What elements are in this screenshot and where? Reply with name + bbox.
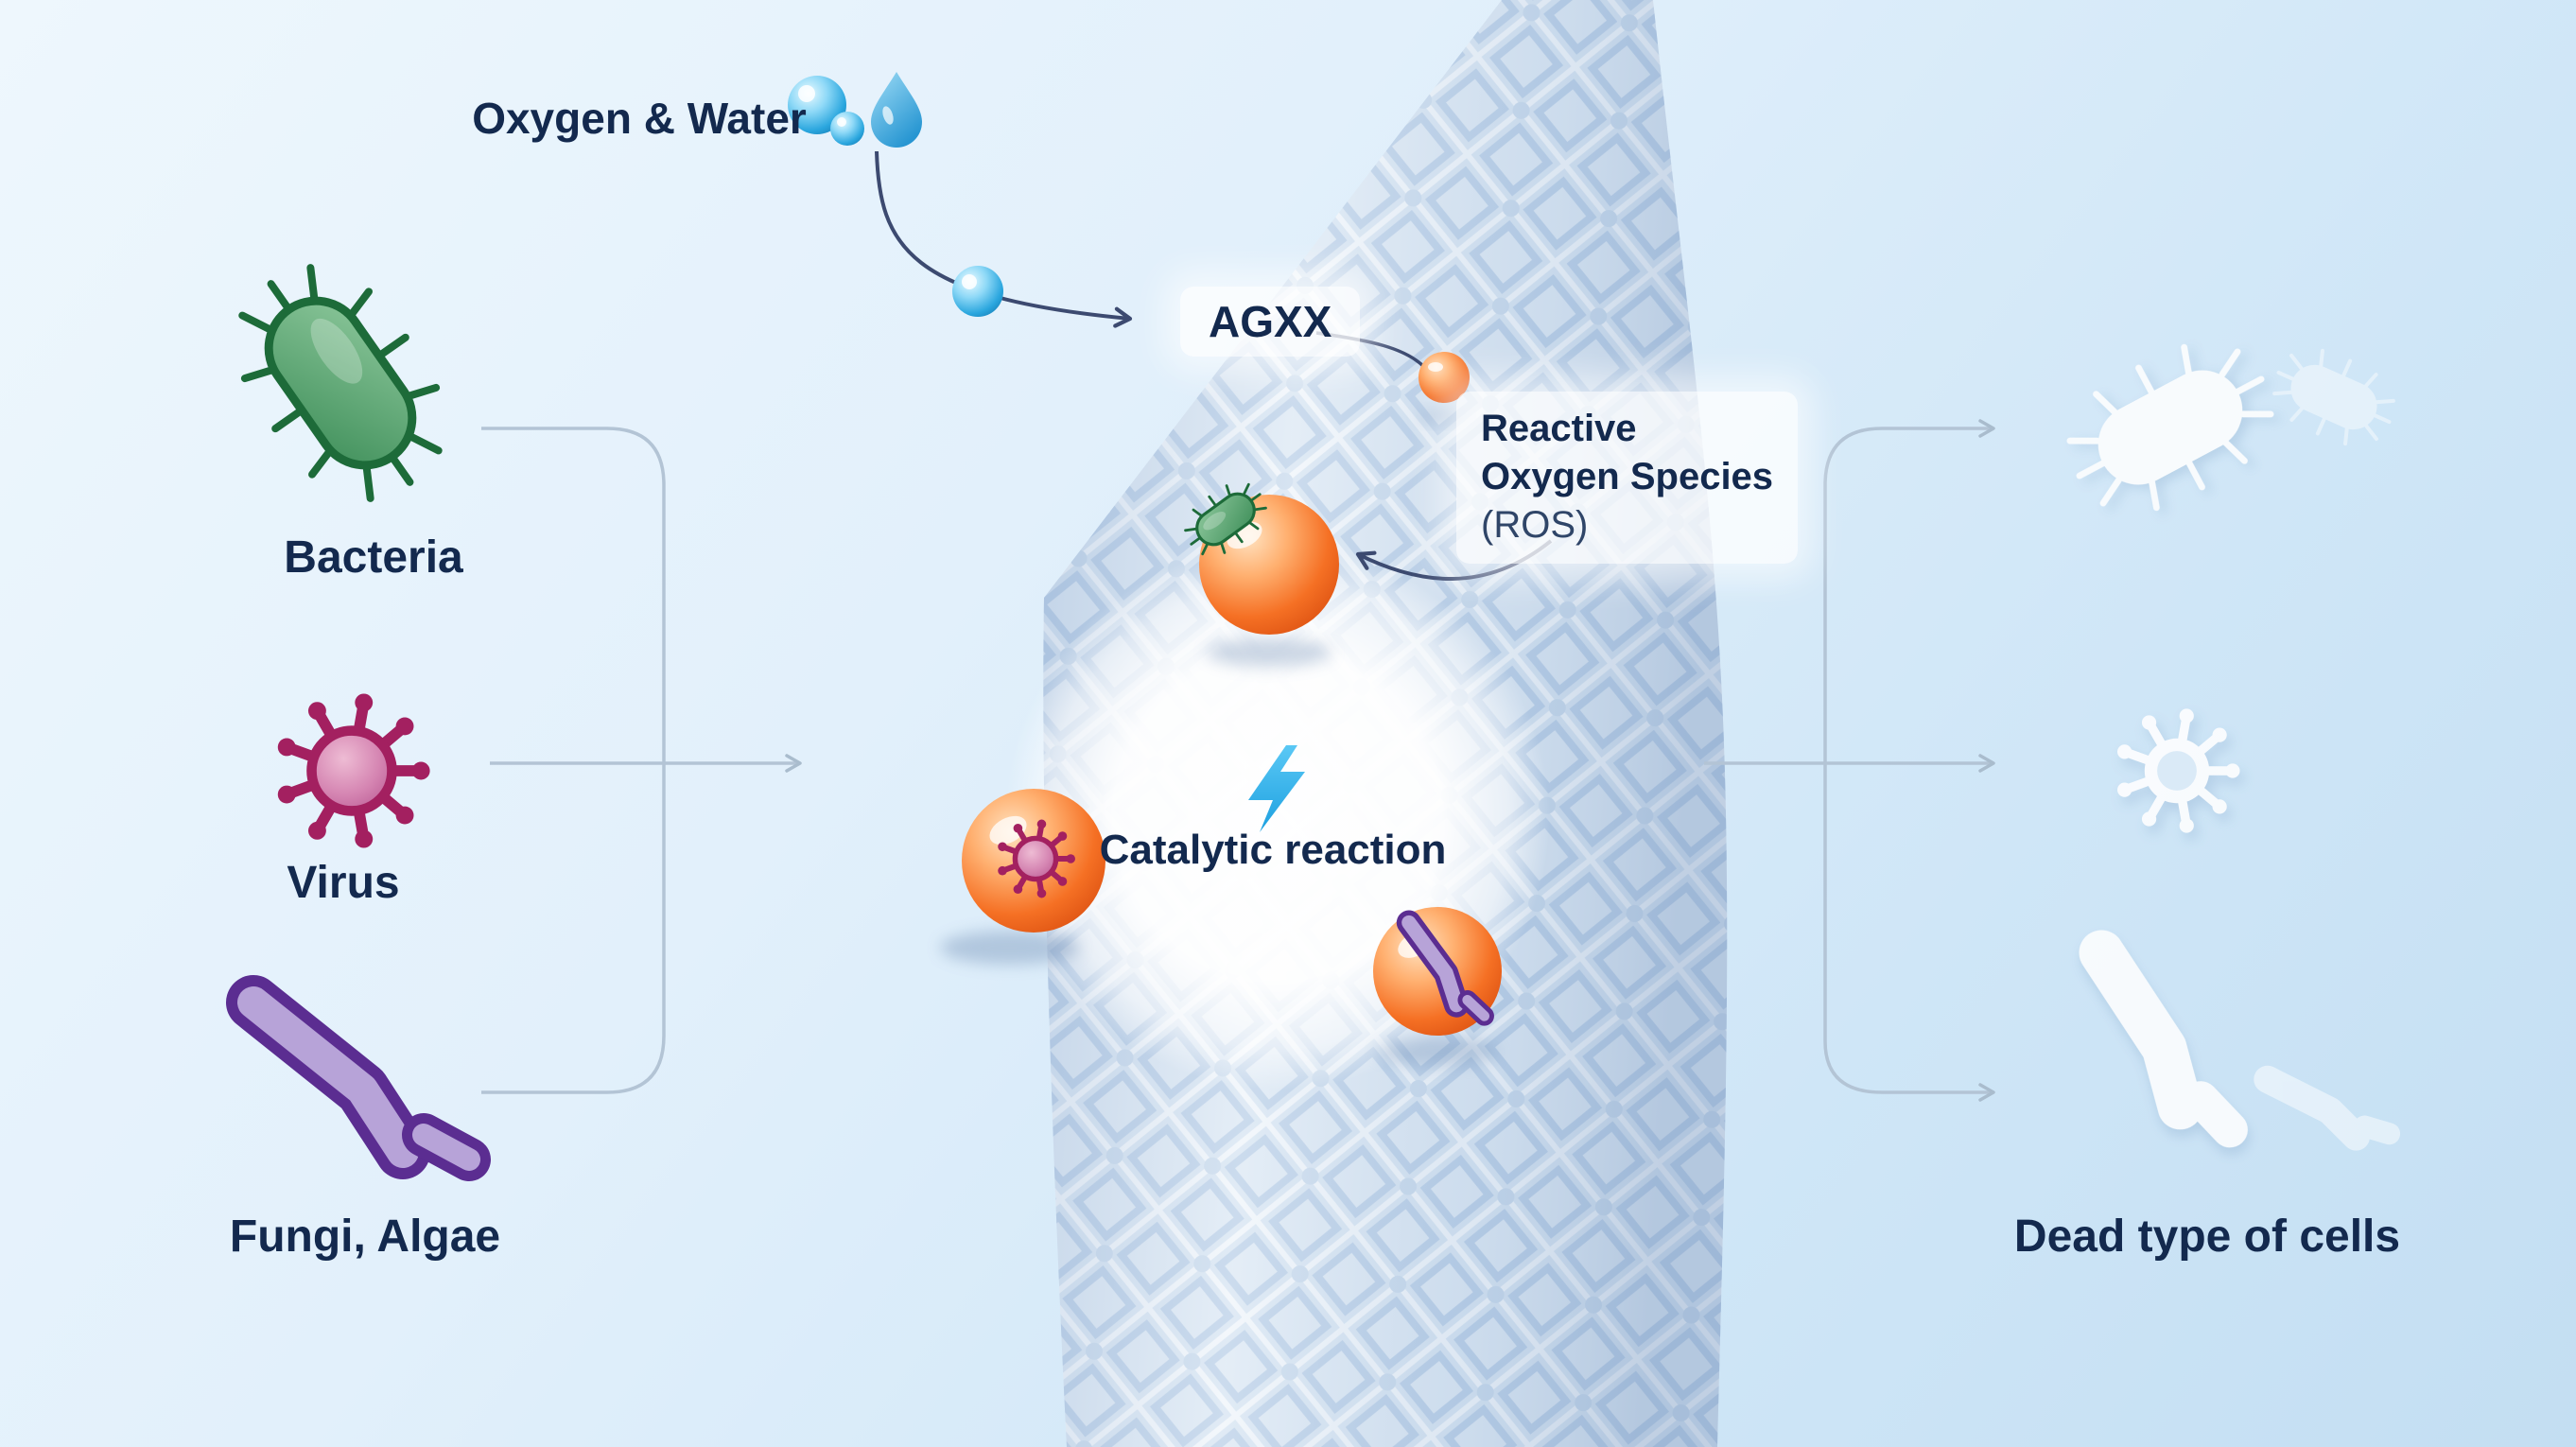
left-flow-arrows [481,427,802,1094]
agxx-label: AGXX [1209,297,1332,346]
virus-label: Virus [287,858,400,908]
water-droplet-icon [871,72,922,148]
ros-label-line1: Reactive [1481,408,1637,449]
bacteria-label: Bacteria [284,532,463,583]
ros-particle-icon [1419,352,1470,423]
catalyst-sphere-virus [940,789,1105,965]
dead-cells-label: Dead type of cells [2013,1212,2401,1262]
bacteria-icon [206,238,475,528]
oxygen-water-label: Oxygen & Water [472,94,807,143]
fungi-algae-label: Fungi, Algae [229,1212,501,1262]
oxygen-water-icons [788,72,922,148]
ros-label-line3: (ROS) [1481,504,1589,547]
catalyst-sphere-fungi [1373,907,1503,1066]
ghost-fungi-icon [2062,952,2389,1156]
right-flow-arrows [1704,419,1995,1102]
ghost-bacteria-icon [2047,320,2408,535]
reaction-path-arrows [875,150,1553,581]
ros-label-line2: Oxygen Species [1481,456,1774,498]
catalyst-sphere-bacteria [1173,470,1339,667]
virus-icon [278,693,430,847]
ros-tag: Reactive Oxygen Species (ROS) [1456,392,1799,564]
agxx-tag: AGXX [1180,287,1361,357]
catalytic-reaction-label: Catalytic reaction [1099,827,1447,873]
ghost-virus-icon [2117,708,2239,832]
fungi-icon [253,1002,469,1159]
lightning-bolt-icon [1248,745,1305,832]
